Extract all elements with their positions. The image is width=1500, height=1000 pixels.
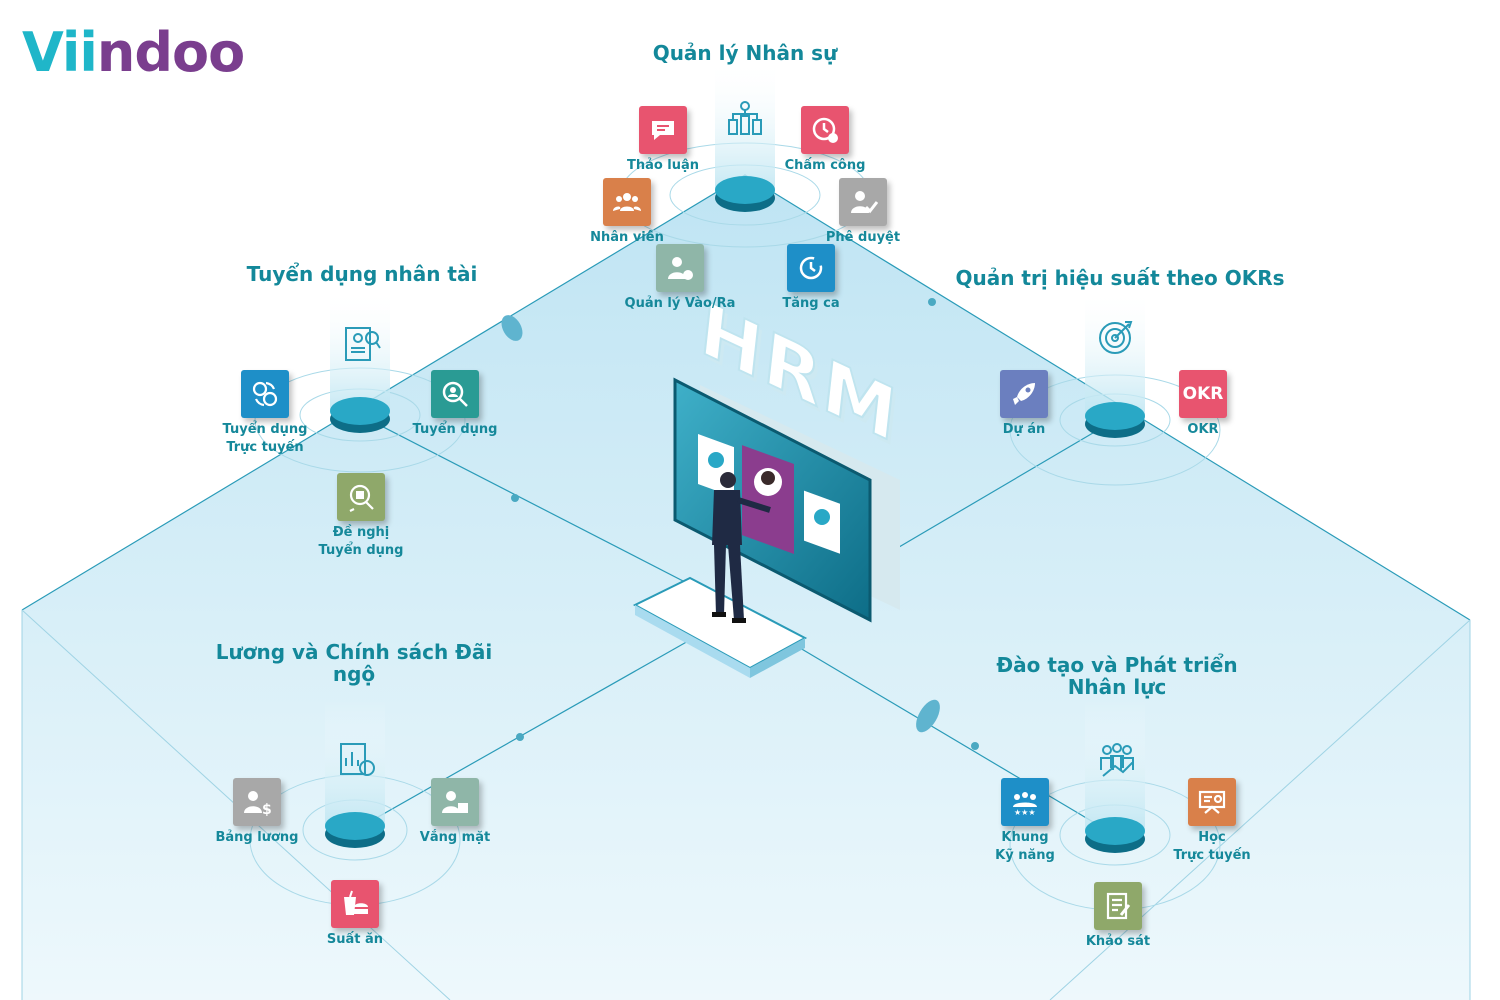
module-khao-sat[interactable]: Khảo sát [1058,882,1178,951]
module-thao-luan[interactable]: Thảo luận [603,106,723,175]
group-title-training: Đào tạo và Phát triển Nhân lực [996,653,1238,699]
viindoo-logo: Viindoo [22,26,245,80]
module-nhan-vien[interactable]: Nhân viên [567,178,687,247]
absence-icon [431,778,479,826]
request-icon [337,473,385,521]
team-growth-icon [1100,743,1134,777]
svg-text:★★★: ★★★ [1014,808,1036,817]
module-label: Suất ăn [326,932,384,947]
people-icon [603,178,651,226]
module-phe-duyet[interactable]: Phê duyệt [803,178,923,247]
module-vang-mat[interactable]: Vắng mặt [395,778,515,847]
module-label: Dự án [1002,422,1046,437]
logo-part1: Vii [22,21,98,84]
chat-icon [639,106,687,154]
logo-part2: ndoo [96,21,245,84]
group-title-recruit: Tuyển dụng nhân tài [246,262,478,286]
module-label: Khảo sát [1085,934,1151,949]
module-okr[interactable]: OKR OKR [1143,370,1263,439]
module-hoc-truc-tuyen[interactable]: Học Trực tuyến [1152,778,1272,865]
module-tuyen-dung[interactable]: Tuyển dụng [395,370,515,439]
module-suat-an[interactable]: Suất ăn [295,880,415,949]
module-label: Nhân viên [590,230,664,245]
module-khung-ky-nang[interactable]: ★★★ Khung Kỹ năng [965,778,1085,865]
online-recruit-icon [241,370,289,418]
module-bang-luong[interactable]: $ Bảng lương [197,778,317,847]
svg-text:$: $ [262,802,272,817]
module-label: Tăng ca [782,296,840,311]
module-tuyen-dung-truc-tuyen[interactable]: Tuyển dụng Trực tuyến [205,370,325,457]
module-label: Thảo luận [626,158,700,173]
module-label: Quản lý Vào/Ra [624,296,736,311]
module-de-nghi-tuyen-dung[interactable]: Đề nghị Tuyển dụng [301,473,421,560]
payroll-icon: $ [233,778,281,826]
module-label: Khung Kỹ năng [995,830,1055,863]
module-cham-cong[interactable]: Chấm công [765,106,885,175]
resume-search-icon [345,327,381,361]
module-tang-ca[interactable]: Tăng ca [751,244,871,313]
module-label: Chấm công [784,158,866,173]
clock-icon [801,106,849,154]
group-title-hr: Quản lý Nhân sự [652,41,838,65]
skills-icon: ★★★ [1001,778,1049,826]
payroll-doc-icon [340,743,375,776]
module-du-an[interactable]: Dự án [964,370,1084,439]
meal-icon [331,880,379,928]
module-label: Vắng mặt [419,830,491,845]
approve-icon [839,178,887,226]
target-icon [1099,321,1133,354]
overtime-icon [787,244,835,292]
module-label: Phê duyệt [825,230,901,245]
group-title-payroll: Lương và Chính sách Đãi ngộ [215,640,493,686]
hrm-screen-illustration [632,377,900,678]
survey-icon [1094,882,1142,930]
module-label: Đề nghị Tuyển dụng [318,525,404,558]
rocket-icon [1000,370,1048,418]
module-label: Tuyển dụng Trực tuyến [222,422,308,455]
organization-icon [728,101,762,135]
module-label: Tuyển dụng [412,422,498,437]
module-quan-ly-vao-ra[interactable]: Quản lý Vào/Ra [620,244,740,313]
checkin-icon [656,244,704,292]
search-person-icon [431,370,479,418]
elearning-icon [1188,778,1236,826]
group-title-okr: Quản trị hiệu suất theo OKRs [955,266,1285,290]
module-label: Bảng lương [215,830,299,845]
module-label: OKR [1187,422,1219,437]
okr-icon: OKR [1179,370,1227,418]
module-label: Học Trực tuyến [1173,830,1251,863]
